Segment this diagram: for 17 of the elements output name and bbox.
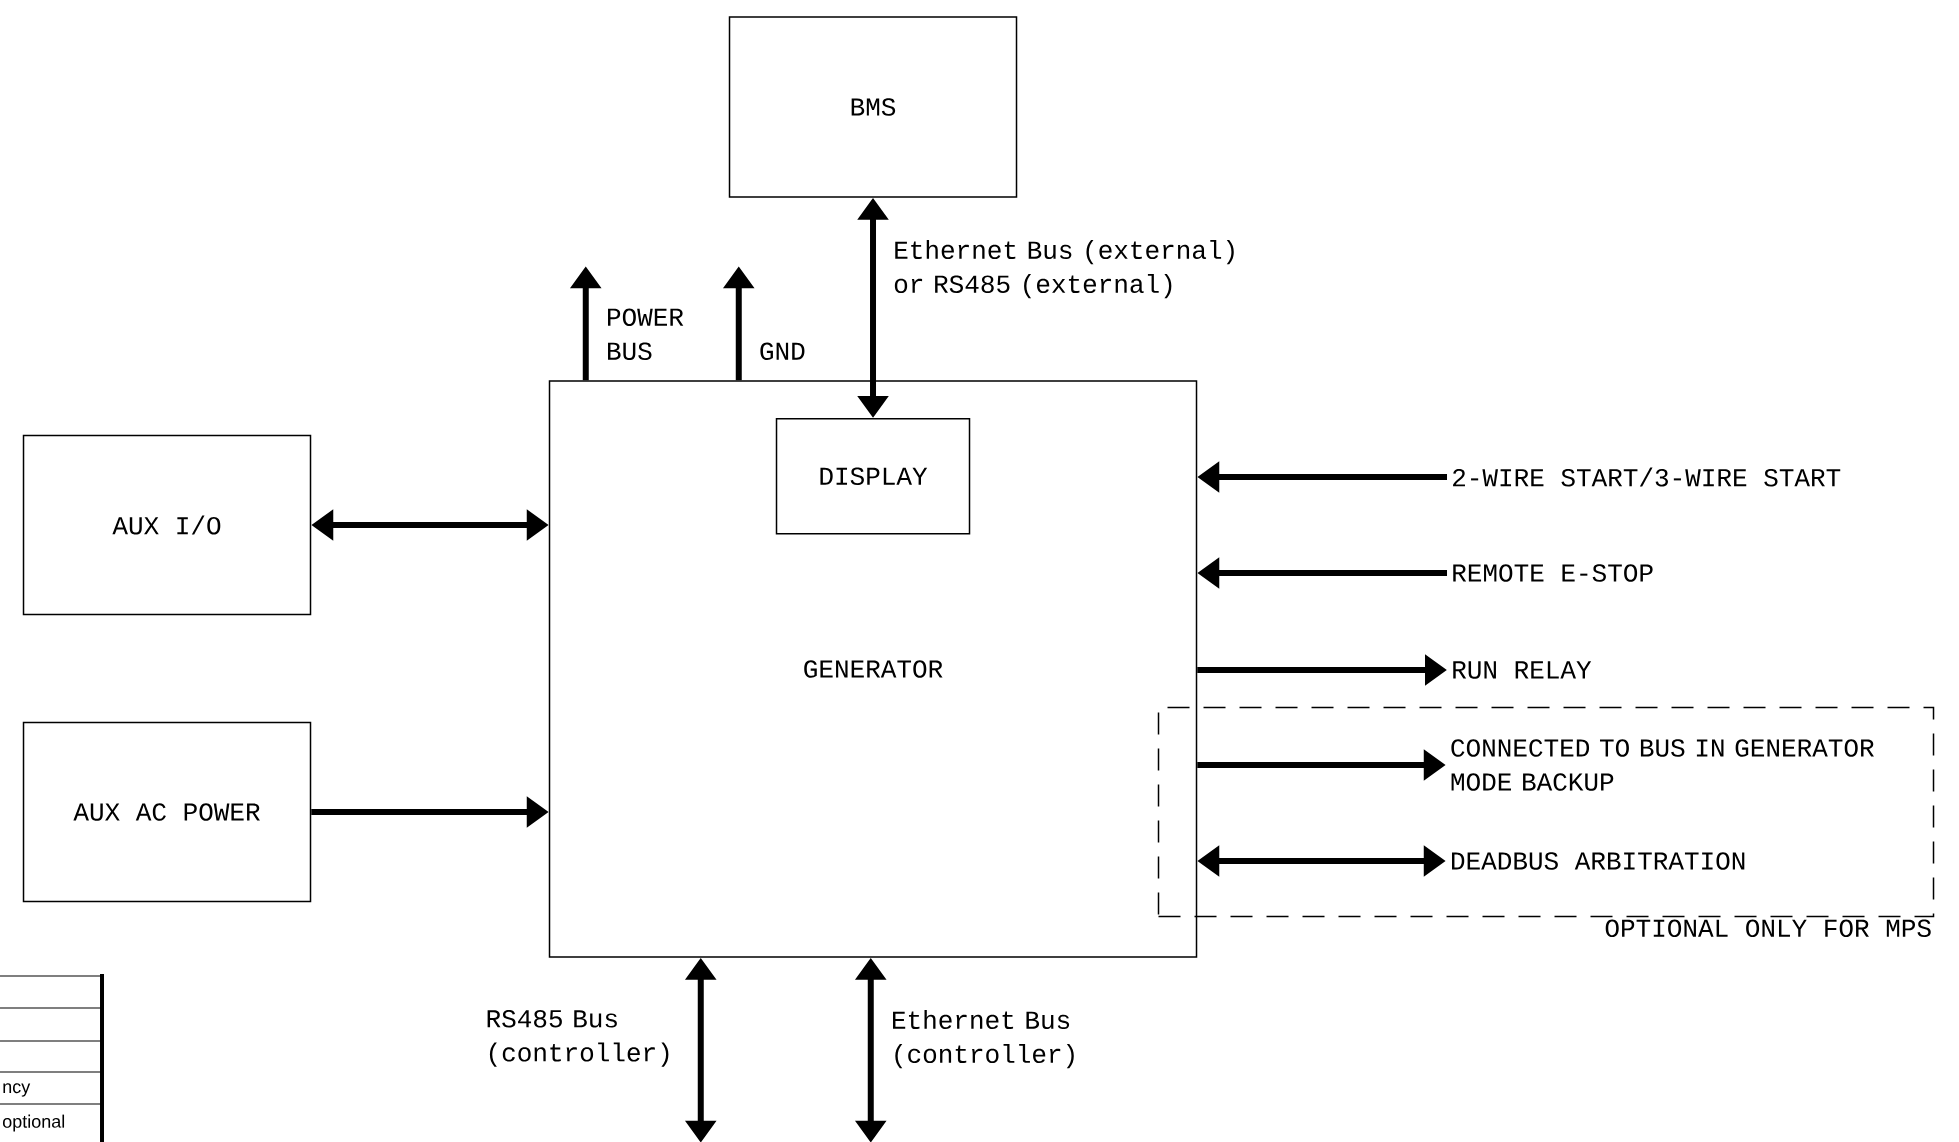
- edge-label: POWER BUS: [608, 308, 684, 361]
- signal-label: REMOTE E-STOP: [1453, 564, 1653, 582]
- node-label: OPTIONAL ONLY FOR MPS: [1605, 919, 1931, 938]
- table-cell: ncy: [3, 1083, 31, 1097]
- signal-label: RUN RELAY: [1453, 661, 1592, 679]
- signal-label: DEADBUS ARBITRATION: [1452, 852, 1745, 870]
- table-cell: optional: [2, 1114, 65, 1132]
- display-box: DISPLAY: [775, 418, 971, 535]
- edge-label: Ethernet Bus (controller): [893, 1009, 1074, 1069]
- process-box: AUX I/O: [22, 434, 312, 616]
- edge-label: RS485 Bus (controller): [487, 1009, 669, 1067]
- signal-label: CONNECTED TO BUS IN GENERATOR MODE BACKUP: [1451, 739, 1874, 791]
- process-box: AUX AC POWER: [22, 721, 312, 903]
- signal-label: 2-WIRE START/3-WIRE START: [1453, 467, 1841, 487]
- edge-label: Ethernet Bus (external) or RS485 (external): [894, 239, 1234, 299]
- process-box: BMS: [728, 16, 1018, 198]
- edge-label: GND: [760, 342, 805, 361]
